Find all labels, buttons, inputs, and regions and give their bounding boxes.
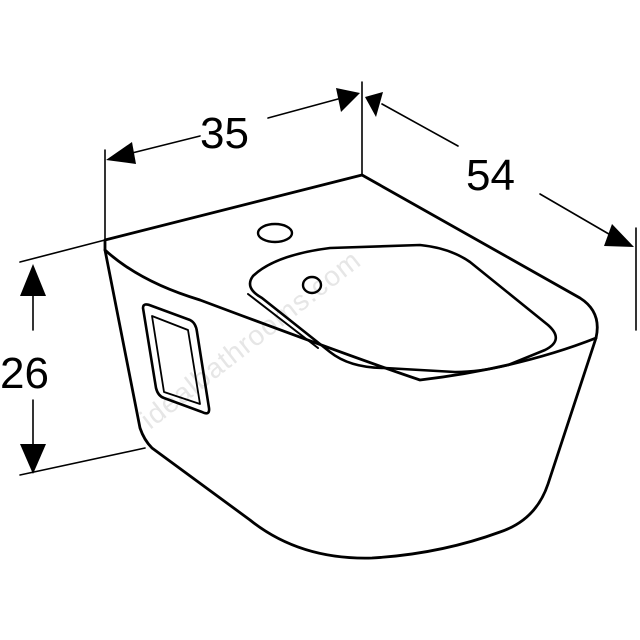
overflow-hole [301, 275, 323, 295]
cutout-outer [141, 303, 211, 415]
cutout-inner [151, 315, 201, 405]
arrow-depth-right [604, 224, 634, 247]
bidet-body [103, 173, 599, 560]
dim-width-line-b [267, 98, 339, 119]
bowl-outer [248, 243, 558, 374]
arrow-height-bottom [20, 444, 46, 474]
tap-hole [256, 222, 294, 244]
width-label: 35 [200, 109, 249, 158]
ext-height-bottom [19, 447, 146, 476]
dim-depth-line-b [539, 193, 615, 238]
watermark: idealbathrooms.com [135, 244, 367, 435]
depth-label: 54 [466, 151, 515, 200]
arrow-width-right [336, 88, 360, 112]
arrow-width-left [106, 142, 136, 164]
dim-depth-line-a [381, 103, 459, 147]
bowl-inner-edge [247, 293, 319, 349]
body-outline [103, 173, 599, 560]
ext-height-top [19, 239, 106, 263]
arrow-depth-left [365, 92, 383, 117]
extension-lines [19, 81, 637, 476]
arrow-height-top [20, 264, 46, 296]
bowl [247, 243, 558, 374]
side-cutout [141, 303, 211, 415]
dim-width-line-a [127, 135, 201, 155]
arrowheads [20, 88, 634, 474]
dimension-lines [32, 98, 615, 449]
height-label: 26 [0, 349, 49, 398]
